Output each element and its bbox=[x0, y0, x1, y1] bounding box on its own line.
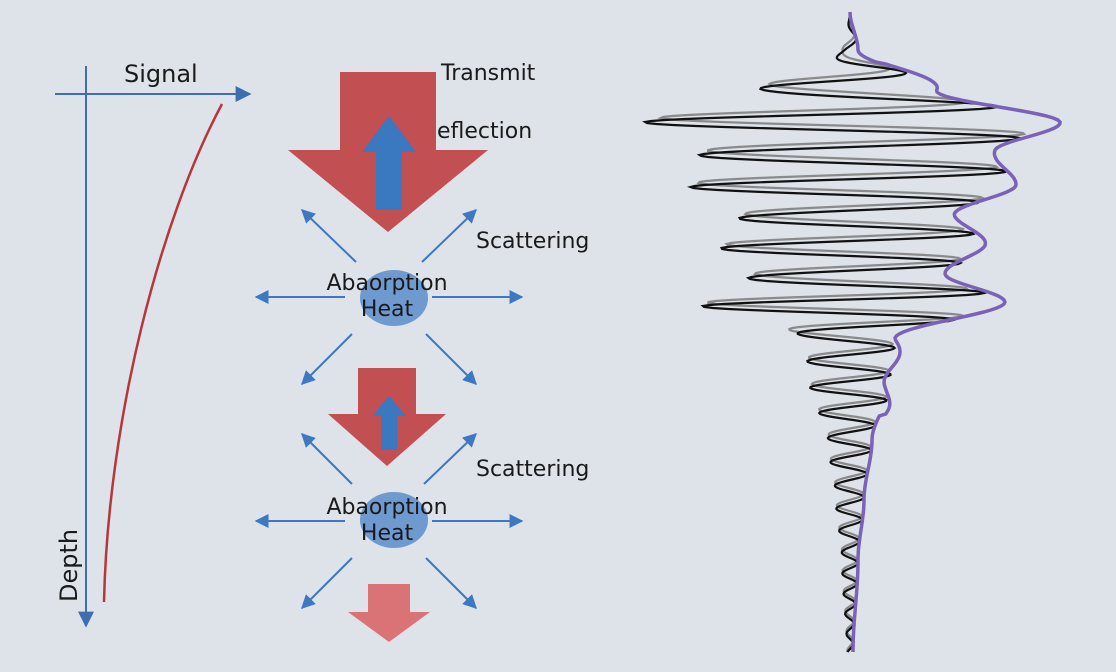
waveform-envelope bbox=[848, 11, 1062, 652]
scattering-cluster-2: Scattering Abaorption Heat bbox=[254, 433, 589, 609]
absorption-label-2: Abaorption bbox=[326, 495, 447, 520]
scatter-arrow-nw-2 bbox=[301, 433, 353, 485]
scatter-arrow-nw-1 bbox=[300, 209, 357, 263]
signal-axis-label: Signal bbox=[124, 60, 198, 88]
scatter-arrow-se-1 bbox=[425, 333, 477, 385]
signal-depth-graph: Signal Depth bbox=[55, 60, 252, 628]
reflection-arrow bbox=[362, 116, 416, 210]
transmit-arrow-faint bbox=[348, 584, 430, 642]
transmit-label: Transmit bbox=[440, 61, 536, 86]
scattering-label-1: Scattering bbox=[476, 229, 589, 254]
signal-decay-curve bbox=[102, 103, 224, 603]
scatter-arrow-sw-2 bbox=[301, 557, 353, 609]
scatter-arrow-ne-1 bbox=[421, 209, 478, 263]
heat-label-2: Heat bbox=[361, 521, 414, 546]
waveform-plot bbox=[642, 11, 1062, 653]
scatter-arrow-se-2 bbox=[425, 557, 477, 609]
scattering-cluster-1: Scattering Abaorption Heat bbox=[254, 209, 589, 385]
waveform-secondary bbox=[657, 12, 1027, 653]
reflection-label: eflection bbox=[437, 119, 532, 144]
scattering-label-2: Scattering bbox=[476, 457, 589, 482]
waveform-primary bbox=[642, 12, 1022, 653]
absorption-label-1: Abaorption bbox=[326, 271, 447, 296]
propagation-schematic: Transmit eflection Scattering Abaorption… bbox=[254, 61, 589, 642]
depth-axis-label: Depth bbox=[55, 529, 83, 602]
scatter-arrow-sw-1 bbox=[301, 333, 353, 385]
absorption-blob-2 bbox=[360, 492, 428, 548]
absorption-blob-1 bbox=[360, 270, 428, 326]
reflection-arrow-attenuated bbox=[372, 396, 406, 450]
scatter-arrow-ne-2 bbox=[423, 433, 478, 485]
heat-label-1: Heat bbox=[361, 297, 414, 322]
